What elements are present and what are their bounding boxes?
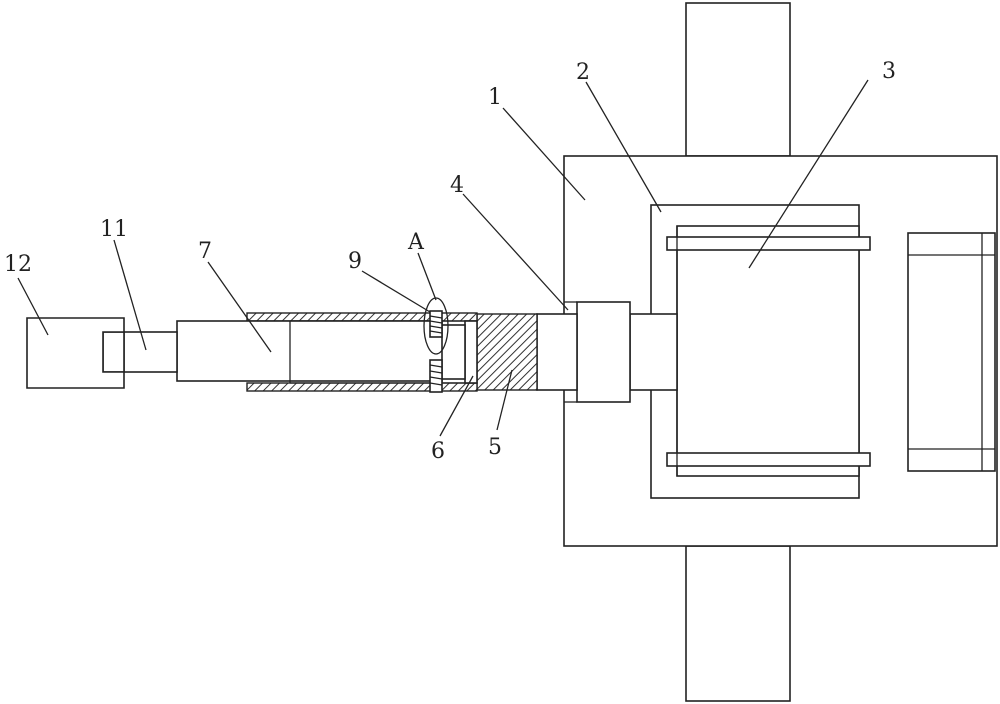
right-side-block — [907, 232, 996, 472]
slider-head — [439, 324, 466, 380]
connector-rod — [123, 331, 178, 373]
leader-11 — [113, 239, 147, 351]
push-rod — [176, 320, 443, 382]
upper-mounting-bolt — [666, 236, 871, 251]
leader-3 — [748, 79, 869, 269]
label-6: 6 — [431, 439, 445, 464]
label-4: 4 — [450, 173, 464, 198]
coupling-sleeve — [576, 301, 631, 403]
detail-circle-a — [423, 297, 449, 355]
leader-6 — [439, 375, 474, 437]
label-1: 1 — [488, 85, 502, 110]
leader-a — [417, 252, 437, 301]
leader-2 — [585, 81, 662, 213]
end-block — [26, 317, 125, 389]
label-a: A — [407, 230, 425, 255]
motor-body — [676, 225, 860, 477]
inner-slider — [464, 320, 478, 384]
connector-flange — [102, 331, 125, 373]
label-9: 9 — [348, 249, 362, 274]
leader-9 — [361, 270, 431, 313]
label-11: 11 — [100, 217, 128, 242]
leader-5 — [496, 369, 513, 431]
top-rail — [685, 2, 791, 157]
leader-7 — [207, 261, 272, 353]
lower-spring — [429, 359, 443, 393]
leader-1 — [502, 107, 586, 201]
motor-shaft — [629, 313, 678, 391]
lower-mounting-bolt — [666, 452, 871, 467]
leader-12 — [17, 277, 49, 336]
label-2: 2 — [576, 60, 590, 85]
upper-spring — [429, 310, 443, 338]
label-3: 3 — [882, 59, 896, 84]
label-7: 7 — [198, 239, 212, 264]
leader-4 — [462, 193, 569, 311]
label-12: 12 — [4, 252, 32, 277]
bottom-rail — [685, 545, 791, 702]
output-shaft — [536, 313, 578, 391]
piston-block — [476, 313, 538, 391]
label-5: 5 — [488, 435, 502, 460]
